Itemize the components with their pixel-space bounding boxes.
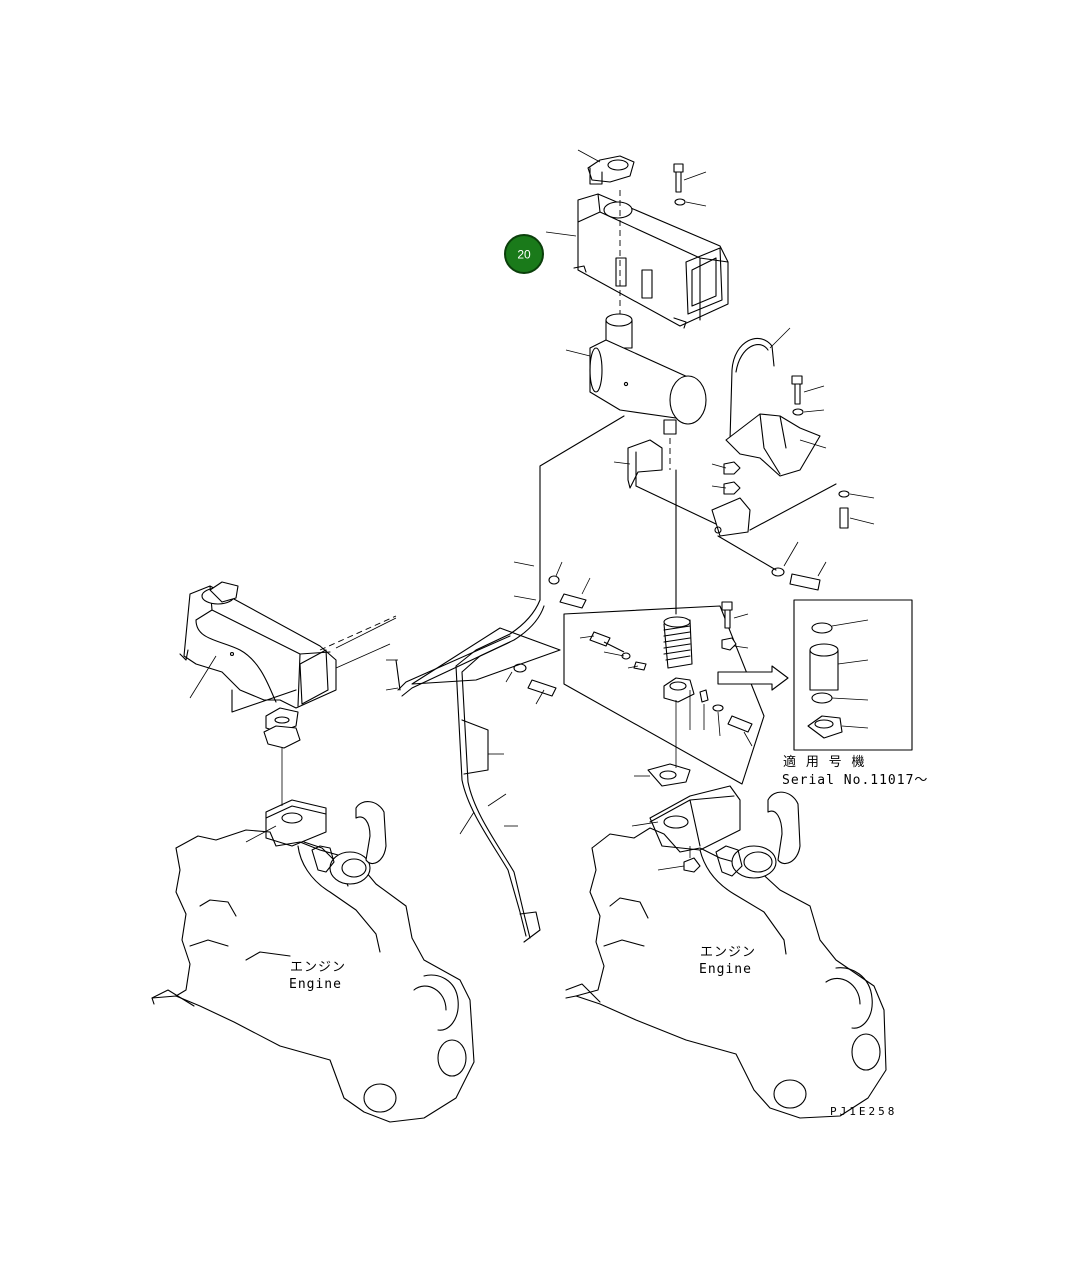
callout-badge: 20 <box>504 234 544 274</box>
mount-bracket <box>613 439 875 591</box>
muffler-cover-old <box>179 581 397 806</box>
engine-right-label-en: Engine <box>699 962 752 977</box>
engine-left-label-en: Engine <box>289 977 342 992</box>
engine-left: エンジン Engine <box>151 799 475 1123</box>
arrow-right-icon <box>717 665 789 691</box>
bellows-assembly <box>563 469 789 787</box>
muffler <box>565 313 707 470</box>
muffler-strap-bracket <box>711 327 827 495</box>
engine-right: エンジン Engine <box>565 785 887 1119</box>
pipe-harness <box>385 415 625 943</box>
engine-right-label-jp: エンジン <box>700 945 756 960</box>
serial-label-en: Serial No.11017～ <box>782 773 928 788</box>
engine-left-label-jp: エンジン <box>290 960 346 975</box>
serial-label-jp: 適 用 号 機 <box>783 754 865 770</box>
muffler-cover <box>545 149 729 329</box>
callout-number: 20 <box>517 248 531 262</box>
serial-detail-inset <box>793 599 913 751</box>
drawing-code: PJ1E258 <box>830 1105 897 1118</box>
